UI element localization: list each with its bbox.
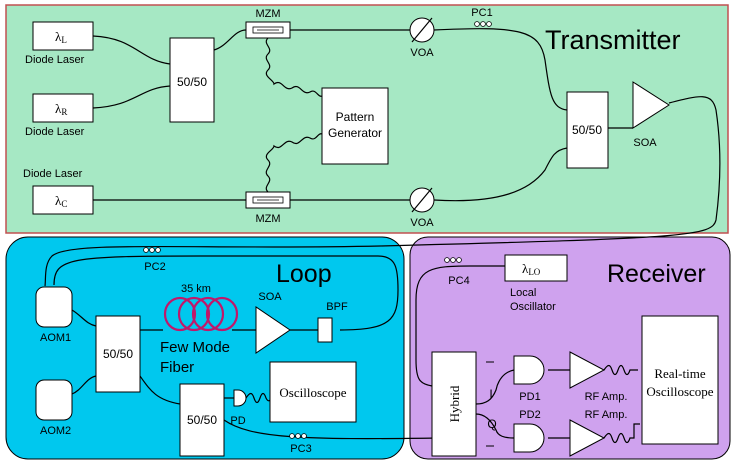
pc4-label: PC4 [448,275,469,287]
aom2-label: AOM2 [40,425,71,437]
loop-soa-label: SOA [258,291,282,303]
pattern-generator-line2: Generator [328,126,382,140]
fiber-label-line2: Fiber [160,359,194,376]
receiver-fibers [415,265,640,444]
pattern-generator: Pattern Generator [321,87,389,165]
svg-text:λR: λR [55,101,67,117]
bpf: BPF [317,301,348,343]
hybrid: Hybrid I Q [431,351,497,457]
loop-pd: PD [230,389,273,427]
mzm-bottom-label: MZM [255,213,280,225]
rf-amp-1: RF Amp. [569,351,628,403]
pd1: PD1 [513,355,545,403]
pc3-label: PC3 [290,443,311,455]
bpf-label: BPF [326,301,348,313]
loop-oscilloscope: Oscilloscope [269,361,357,423]
loop-coupler-2-label: 50/50 [187,413,217,427]
laser-r-sub: R [61,107,67,117]
transmitter-fibers [44,28,721,287]
voa-bottom-label: VOA [410,217,434,229]
mzm-top-label: MZM [255,8,280,20]
lo-symbol: λ [522,261,529,276]
local-oscillator: λLO Local Oscillator [504,254,568,313]
rf-amp-2-label: RF Amp. [585,409,628,421]
aom2: AOM2 [35,379,73,437]
tx-coupler-1: 50/50 [169,37,215,123]
loop-coupler-1-label: 50/50 [103,347,133,361]
laser-l-sub: L [61,35,67,45]
laser-l-symbol: λ [55,29,62,44]
tx-coupler-1-label: 50/50 [177,75,207,89]
transmitter-title: Transmitter [545,25,681,55]
pattern-generator-line1: Pattern [336,110,375,124]
lo-label-line1: Local [510,287,536,299]
laser-r: λR Diode Laser [25,93,94,138]
pc2: PC2 [143,247,166,273]
pc1-label: PC1 [471,7,492,19]
loop-coupler-2: 50/50 [179,383,225,457]
laser-c-symbol: λ [55,193,62,208]
lo-sub: LO [528,267,540,277]
pc3: PC3 [289,433,312,455]
pd2: PD2 [513,409,545,453]
pd1-label: PD1 [519,391,540,403]
few-mode-fiber-coil: 35 km Few Mode Fiber [160,283,239,376]
hybrid-i-label: I [489,387,492,401]
laser-c-sub: C [61,199,67,209]
rf-electrical-connections [265,37,323,193]
laser-l-label: Diode Laser [25,54,85,66]
realtime-osc-line1: Real-time [654,366,705,381]
rf-amp-1-label: RF Amp. [585,391,628,403]
tx-coupler-2-label: 50/50 [572,123,602,137]
pc4: PC4 [444,257,470,287]
tx-coupler-2: 50/50 [566,91,609,169]
receiver-title: Receiver [607,260,706,288]
hybrid-q-label: Q [487,417,496,431]
voa-bottom: VOA [409,187,435,229]
laser-r-symbol: λ [55,101,62,116]
voa-top-label: VOA [410,47,434,59]
pc2-label: PC2 [144,261,165,273]
loop-pd-label: PD [230,415,245,427]
voa-top: VOA [409,17,435,59]
loop-title: Loop [276,260,332,288]
mzm-top: MZM [245,8,291,39]
laser-r-label: Diode Laser [25,126,85,138]
aom1: AOM1 [35,286,73,344]
fiber-label-line1: Few Mode [160,339,230,356]
svg-text:λC: λC [55,193,67,209]
tx-soa: SOA [632,81,670,149]
svg-text:λLO: λLO [522,261,541,277]
mzm-bottom: MZM [245,191,291,225]
hybrid-label: Hybrid [447,385,462,422]
realtime-oscilloscope: Real-time Oscilloscope [641,315,719,445]
aom1-label: AOM1 [40,332,71,344]
laser-c-label: Diode Laser [23,168,83,180]
pc1: PC1 [471,7,493,27]
svg-text:λL: λL [55,29,67,45]
tx-soa-label: SOA [633,137,657,149]
loop-coupler-1: 50/50 [95,315,141,393]
rf-amp-2: RF Amp. [569,409,628,457]
laser-c: Diode Laser λC [23,168,94,215]
laser-l: λL Diode Laser [25,21,94,66]
loop-soa: SOA [255,291,291,354]
loop-oscilloscope-label: Oscilloscope [279,385,346,400]
realtime-osc-line2: Oscilloscope [646,384,713,399]
pd2-label: PD2 [519,409,540,421]
fiber-length-label: 35 km [181,283,211,295]
lo-label-line2: Oscillator [510,301,556,313]
